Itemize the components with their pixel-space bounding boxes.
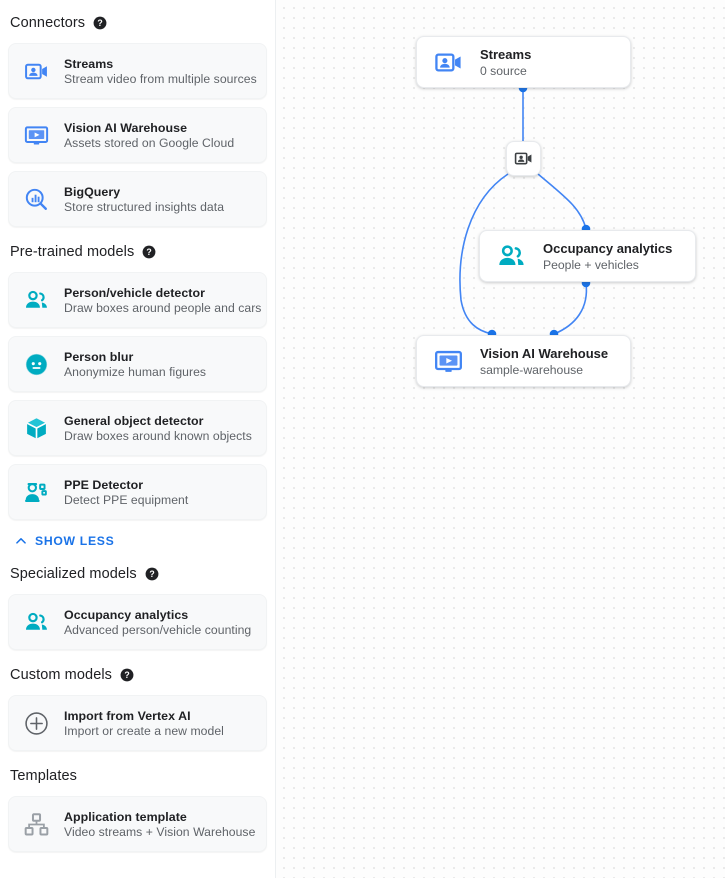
card-subtitle: Detect PPE equipment <box>64 492 189 507</box>
video-camera-person-icon <box>23 58 49 84</box>
palette-card-occupancy-analytics[interactable]: Occupancy analytics Advanced person/vehi… <box>8 594 267 650</box>
card-subtitle: Import or create a new model <box>64 723 224 738</box>
video-camera-person-icon <box>433 47 463 77</box>
card-title: Person/vehicle detector <box>64 285 205 300</box>
graph-edges <box>459 83 591 339</box>
card-title: Occupancy analytics <box>64 607 189 622</box>
node-subtitle: People + vehicles <box>543 257 639 272</box>
palette-card-vision-ai-warehouse[interactable]: Vision AI Warehouse Assets stored on Goo… <box>8 107 267 163</box>
section-header-pretrained-models: Pre-trained models ? <box>8 241 267 263</box>
show-less-toggle[interactable]: SHOW LESS <box>8 528 267 554</box>
graph-node-streams[interactable]: Streams 0 source <box>416 36 631 88</box>
monitor-play-icon <box>23 122 49 148</box>
node-title: Vision AI Warehouse <box>480 345 609 361</box>
sitemap-hierarchy-icon <box>23 811 49 837</box>
card-subtitle: Draw boxes around known objects <box>64 428 252 443</box>
card-title: Import from Vertex AI <box>64 708 191 723</box>
section-header-custom-models: Custom models ? <box>8 664 267 686</box>
graph-node-occupancy-analytics[interactable]: Occupancy analytics People + vehicles <box>479 230 696 282</box>
people-group-icon <box>23 287 49 313</box>
edge-relay-to-occupancy <box>537 173 587 230</box>
section-title: Connectors <box>10 15 86 31</box>
section-title: Specialized models <box>10 566 137 582</box>
svg-text:?: ? <box>147 247 152 257</box>
card-title: Application template <box>64 809 187 824</box>
plus-circle-icon <box>23 710 49 736</box>
chevron-up-icon <box>14 534 28 548</box>
node-subtitle: sample-warehouse <box>480 362 583 377</box>
graph-node-camera-relay[interactable] <box>506 141 541 176</box>
graph-node-vision-ai-warehouse[interactable]: Vision AI Warehouse sample-warehouse <box>416 335 631 387</box>
palette-card-import-from-vertex-ai[interactable]: Import from Vertex AI Import or create a… <box>8 695 267 751</box>
card-subtitle: Video streams + Vision Warehouse <box>64 824 256 839</box>
card-title: Person blur <box>64 349 134 364</box>
card-title: BigQuery <box>64 184 121 199</box>
palette-card-person-blur[interactable]: Person blur Anonymize human figures <box>8 336 267 392</box>
section-title: Pre-trained models <box>10 244 135 260</box>
card-title: Streams <box>64 56 114 71</box>
section-header-connectors: Connectors ? <box>8 12 267 34</box>
section-title: Templates <box>10 768 77 784</box>
graph-canvas[interactable]: Streams 0 source Occupancy analytics Peo… <box>276 0 725 878</box>
help-circle-icon[interactable]: ? <box>120 668 134 682</box>
palette-card-person-vehicle-detector[interactable]: Person/vehicle detector Draw boxes aroun… <box>8 272 267 328</box>
magnifier-bars-icon <box>23 186 49 212</box>
card-title: General object detector <box>64 413 204 428</box>
face-blur-icon <box>23 351 49 377</box>
card-title: Vision AI Warehouse <box>64 120 188 135</box>
people-group-icon <box>23 609 49 635</box>
component-palette-sidebar: Connectors ? Streams Stream video from m… <box>0 0 276 878</box>
card-subtitle: Stream video from multiple sources <box>64 71 257 86</box>
card-subtitle: Anonymize human figures <box>64 364 207 379</box>
help-circle-icon[interactable]: ? <box>93 16 107 30</box>
palette-card-bigquery[interactable]: BigQuery Store structured insights data <box>8 171 267 227</box>
monitor-play-icon <box>433 346 463 376</box>
card-subtitle: Assets stored on Google Cloud <box>64 135 235 150</box>
section-header-templates: Templates <box>8 765 267 787</box>
cube-box-icon <box>23 415 49 441</box>
video-camera-person-icon <box>514 149 533 168</box>
people-group-icon <box>496 241 526 271</box>
help-circle-icon[interactable]: ? <box>145 567 159 581</box>
palette-card-streams[interactable]: Streams Stream video from multiple sourc… <box>8 43 267 99</box>
section-header-specialized-models: Specialized models ? <box>8 563 267 585</box>
ppe-helmet-person-icon <box>23 479 49 505</box>
edge-occupancy-to-warehouse <box>553 282 588 335</box>
show-less-label: SHOW LESS <box>35 534 115 548</box>
section-title: Custom models <box>10 667 113 683</box>
svg-text:?: ? <box>97 18 102 28</box>
node-title: Streams <box>480 46 532 62</box>
palette-card-general-object-detector[interactable]: General object detector Draw boxes aroun… <box>8 400 267 456</box>
help-circle-icon[interactable]: ? <box>142 245 156 259</box>
palette-card-application-template[interactable]: Application template Video streams + Vis… <box>8 796 267 852</box>
palette-card-ppe-detector[interactable]: PPE Detector Detect PPE equipment <box>8 464 267 520</box>
card-title: PPE Detector <box>64 477 144 492</box>
card-subtitle: Advanced person/vehicle counting <box>64 622 252 637</box>
svg-text:?: ? <box>149 569 154 579</box>
node-subtitle: 0 source <box>480 63 527 78</box>
card-subtitle: Store structured insights data <box>64 199 225 214</box>
card-subtitle: Draw boxes around people and cars <box>64 300 262 315</box>
node-title: Occupancy analytics <box>543 240 673 256</box>
svg-text:?: ? <box>124 670 129 680</box>
